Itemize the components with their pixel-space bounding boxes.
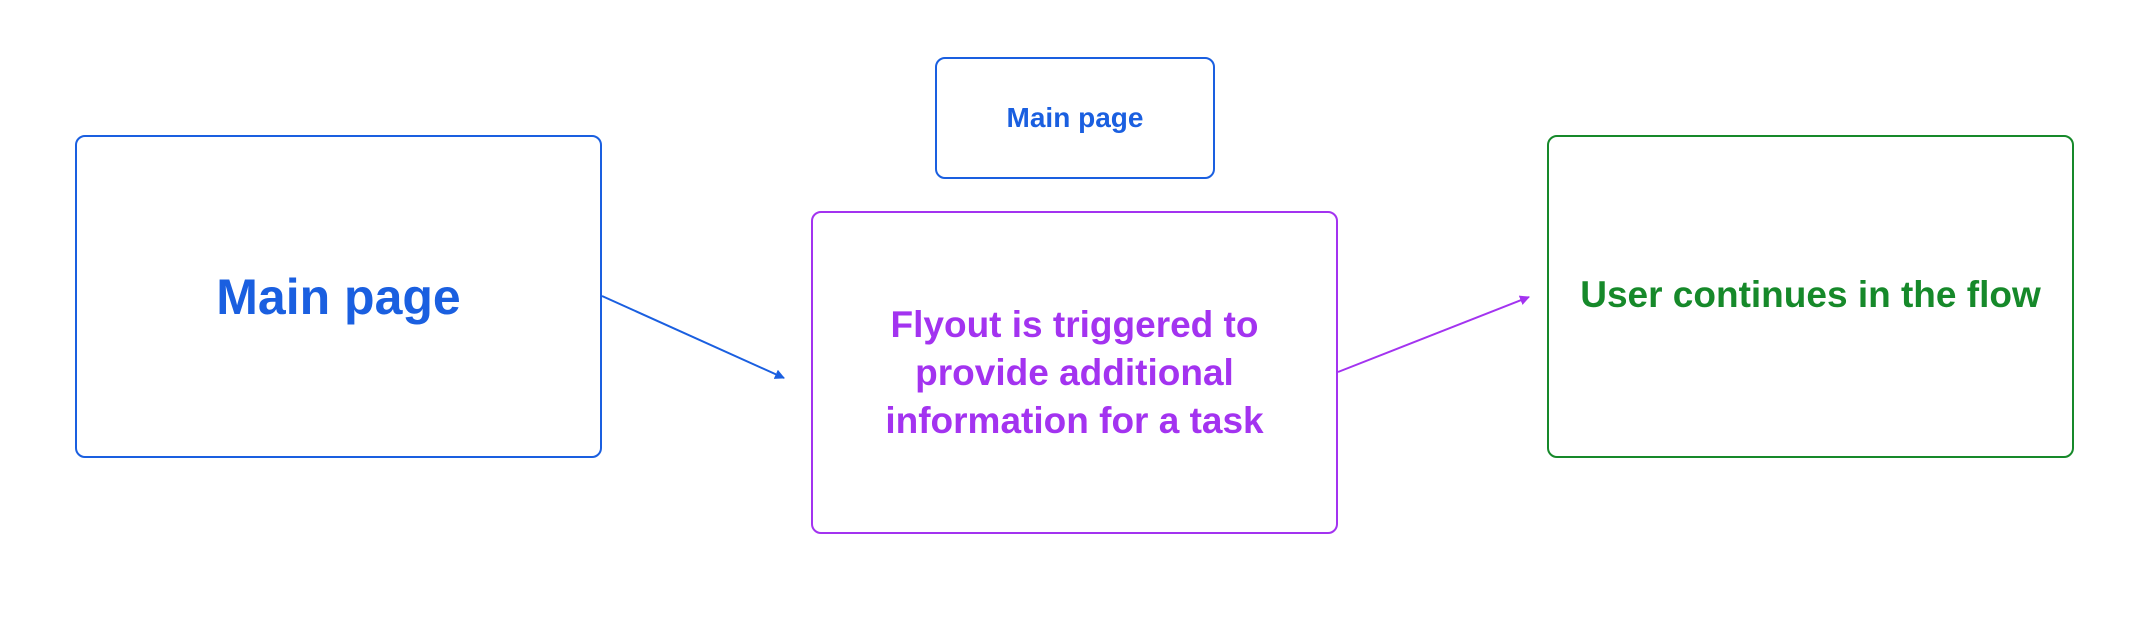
continue-flow-node: User continues in the flow <box>1547 135 2074 458</box>
main-page-node: Main page <box>75 135 602 458</box>
main-page-label: Main page <box>216 268 461 325</box>
main-page-small-node: Main page <box>935 57 1215 179</box>
flyout-label: Flyout is triggered to provide additiona… <box>885 303 1264 441</box>
arrow-main-to-flyout <box>601 295 785 379</box>
continue-flow-label: User continues in the flow <box>1580 274 2041 315</box>
arrow-flyout-to-continue <box>1337 295 1530 373</box>
main-page-small-label: Main page <box>1006 102 1144 133</box>
flyout-node: Flyout is triggered to provide additiona… <box>811 211 1338 534</box>
